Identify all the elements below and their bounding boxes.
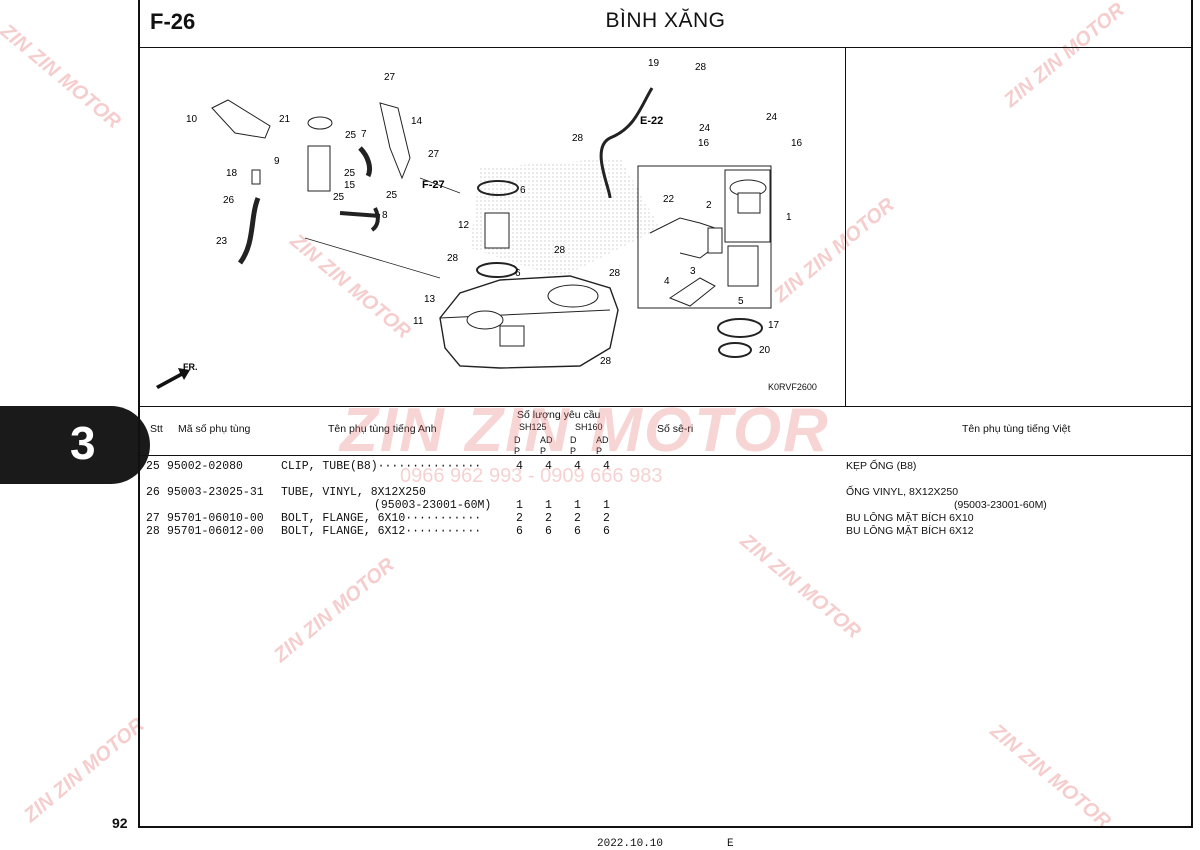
watermark-logo: ZIN ZIN MOTOR: [0, 20, 125, 134]
svg-text:25: 25: [386, 190, 398, 201]
svg-text:23: 23: [216, 236, 228, 247]
svg-text:4: 4: [664, 276, 670, 287]
svg-text:25: 25: [345, 130, 357, 141]
svg-text:16: 16: [698, 138, 710, 149]
svg-text:28: 28: [600, 356, 612, 367]
svg-text:10: 10: [186, 114, 198, 125]
col-model-1: SH125: [519, 422, 547, 432]
col-name-en: Tên phụ tùng tiếng Anh: [328, 423, 437, 435]
table-row: 26 95003-23025-31 TUBE, VINYL, 8X12X250 …: [146, 486, 959, 499]
ref-f27: F-27: [422, 179, 445, 191]
table-row: 27 95701-06010-00 BOLT, FLANGE, 6X10····…: [146, 512, 974, 525]
svg-text:28: 28: [572, 133, 584, 144]
svg-text:15: 15: [344, 180, 356, 191]
funnel-10: [211, 99, 271, 139]
fr-label: FR.: [183, 362, 198, 372]
col-sub-3: D P: [570, 435, 577, 456]
svg-text:24: 24: [766, 112, 778, 123]
col-name-vi: Tên phụ tùng tiếng Việt: [962, 423, 1071, 435]
fuel-pump-box: [637, 165, 772, 309]
page-number: 92: [112, 815, 128, 831]
watermark-logo: ZIN ZIN MOTOR: [20, 713, 149, 827]
svg-text:28: 28: [554, 245, 566, 256]
svg-text:28: 28: [609, 268, 621, 279]
col-model-2: SH160: [575, 422, 603, 432]
fuel-cap: [307, 116, 333, 130]
diagram-id: K0RVF2600: [768, 382, 817, 392]
table-header: Stt Mã số phụ tùng Tên phụ tùng tiếng An…: [140, 406, 1191, 456]
table-row: 25 95002-02080 CLIP, TUBE(B8)···········…: [146, 460, 917, 473]
col-part-no: Mã số phụ tùng: [178, 423, 251, 435]
watermark-brand: ZIN ZIN MOTOR: [340, 396, 830, 465]
svg-text:6: 6: [520, 185, 526, 196]
svg-text:12: 12: [458, 220, 470, 231]
svg-text:26: 26: [223, 195, 235, 206]
svg-text:27: 27: [384, 72, 396, 83]
svg-text:22: 22: [663, 194, 675, 205]
filler-neck: [307, 145, 331, 192]
svg-text:18: 18: [226, 168, 238, 179]
svg-text:21: 21: [279, 114, 291, 125]
svg-text:11: 11: [413, 316, 424, 327]
col-qty: Số lượng yêu cầu: [517, 409, 601, 421]
section-tab: 3: [0, 406, 150, 484]
table-row: 28 95701-06012-00 BOLT, FLANGE, 6X12····…: [146, 525, 974, 538]
col-serial: Số sê-ri: [657, 423, 694, 435]
col-sub-4: AD P: [596, 435, 609, 456]
figure-code: F-26: [150, 9, 196, 34]
svg-text:16: 16: [791, 138, 803, 149]
svg-text:28: 28: [447, 253, 459, 264]
page-header: F-26 BÌNH XĂNG: [140, 0, 1191, 48]
svg-text:6: 6: [515, 268, 521, 279]
col-sub-2: AD P: [540, 435, 553, 456]
svg-text:1: 1: [786, 212, 792, 223]
footer-date: 2022.10.10: [597, 838, 664, 850]
svg-text:14: 14: [411, 116, 423, 127]
table-row-note: (95003-23001-60M) 1 1 1 1 (95003-23001-6…: [374, 499, 1047, 512]
page-frame: F-26 BÌNH XĂNG: [138, 0, 1193, 828]
parts-table: 25 95002-02080 CLIP, TUBE(B8)···········…: [146, 460, 1047, 538]
svg-text:5: 5: [738, 296, 744, 307]
watermark-phone: 0966 962 993 - 0909 666 983: [400, 465, 663, 487]
svg-text:24: 24: [699, 123, 711, 134]
svg-text:19: 19: [648, 58, 660, 69]
svg-text:28: 28: [695, 62, 707, 73]
o-ring: [718, 342, 752, 358]
gasket-ring: [717, 318, 763, 338]
col-sub-1: D P: [514, 435, 521, 456]
svg-text:7: 7: [361, 129, 367, 140]
svg-text:8: 8: [382, 210, 388, 221]
page-title: BÌNH XĂNG: [605, 9, 726, 32]
bracket-14: [379, 102, 411, 180]
col-stt: Stt: [150, 423, 163, 435]
svg-text:17: 17: [768, 320, 780, 331]
footer-edition: E: [727, 838, 734, 850]
svg-text:9: 9: [274, 156, 280, 167]
svg-text:2: 2: [706, 200, 712, 211]
svg-text:27: 27: [428, 149, 440, 160]
svg-text:20: 20: [759, 345, 771, 356]
front-arrow-icon: [156, 368, 190, 389]
ref-e22: E-22: [640, 115, 663, 127]
svg-text:25: 25: [344, 168, 356, 179]
fuel-hose: [599, 87, 654, 199]
svg-text:13: 13: [424, 294, 436, 305]
svg-text:3: 3: [690, 266, 696, 277]
connector-hose-12: [484, 212, 510, 249]
svg-text:25: 25: [333, 192, 345, 203]
